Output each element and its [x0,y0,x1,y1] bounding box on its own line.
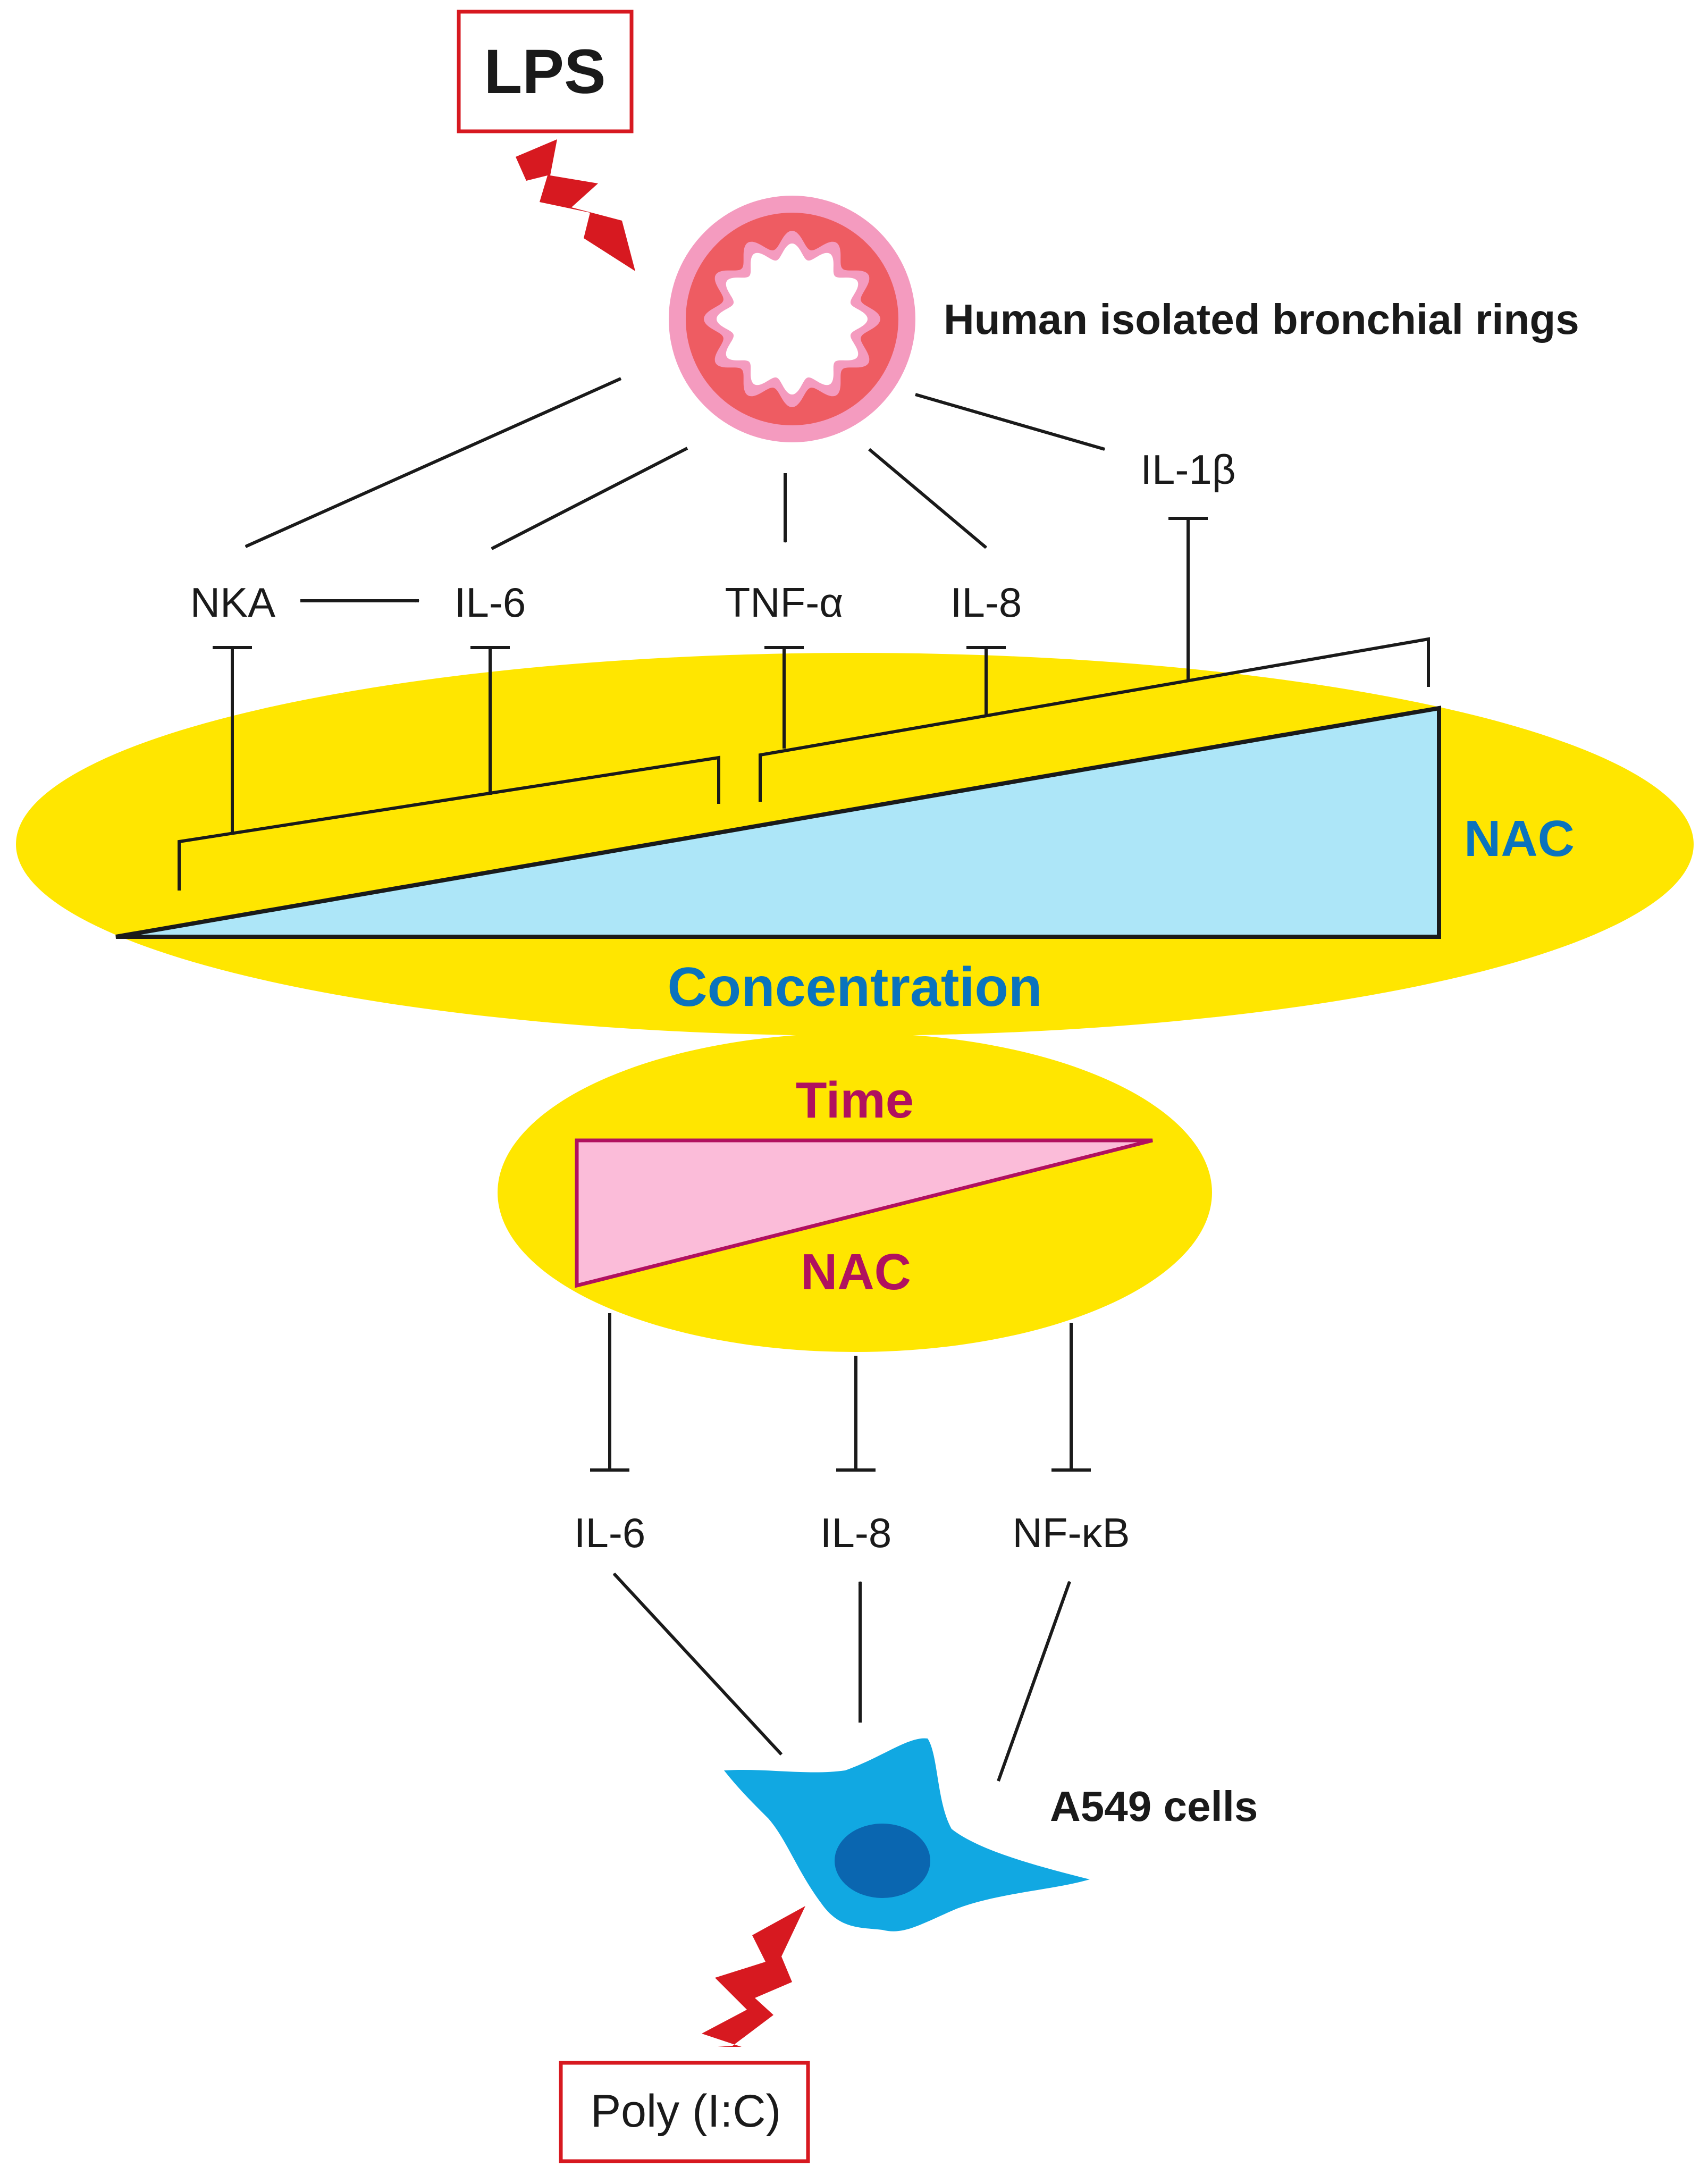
bracket-high-concentration [759,637,1430,802]
time-panel-drug: NAC [801,1244,911,1300]
time-triangle [575,1138,1153,1288]
lower-label-nfkb: NF-κB [1013,1509,1130,1556]
arrow-to-il6 [492,447,688,550]
poly-ic-label: Poly (I:C) [591,2086,781,2137]
arrow-to-il8 [868,448,987,549]
upper-inhibition-brackets [178,517,1430,891]
upper-label-tnfa: TNF-α [725,579,844,626]
concentration-panel-drug: NAC [1464,810,1575,867]
cell-to-mediator-arrows [612,1572,1071,1782]
bronchial-ring-icon [669,196,915,442]
concentration-triangle [115,706,1441,939]
a549-cells-label: A549 cells [1050,1783,1258,1830]
lower-label-il6: IL-6 [574,1509,645,1556]
upper-label-il6: IL-6 [455,579,526,626]
upper-label-il1b: IL-1β [1140,446,1235,493]
time-axis-label: Time [796,1072,914,1129]
upper-label-nka: NKA [190,579,275,626]
upper-label-il8: IL-8 [950,579,1022,626]
lower-inhibition-lines [590,1313,1091,1472]
arrow-to-lower-il6 [612,1572,783,1756]
arrow-to-lower-nfkb [997,1582,1071,1782]
lps-label: LPS [484,37,606,107]
ring-to-mediator-arrows [246,377,1105,601]
arrow-to-nka [246,377,622,548]
lps-box: LPS [457,10,634,133]
arrow-to-il1b [915,393,1105,451]
lightning-bolt-icon [702,1906,805,2047]
bracket-low-concentration [178,755,720,891]
a549-cell-icon [724,1738,1090,1932]
lower-label-il8: IL-8 [820,1509,891,1556]
lightning-bolt-icon [516,139,635,271]
poly-ic-box: Poly (I:C) [559,2061,810,2163]
concentration-axis-label: Concentration [668,956,1042,1018]
bronchial-rings-label: Human isolated bronchial rings [944,296,1579,343]
